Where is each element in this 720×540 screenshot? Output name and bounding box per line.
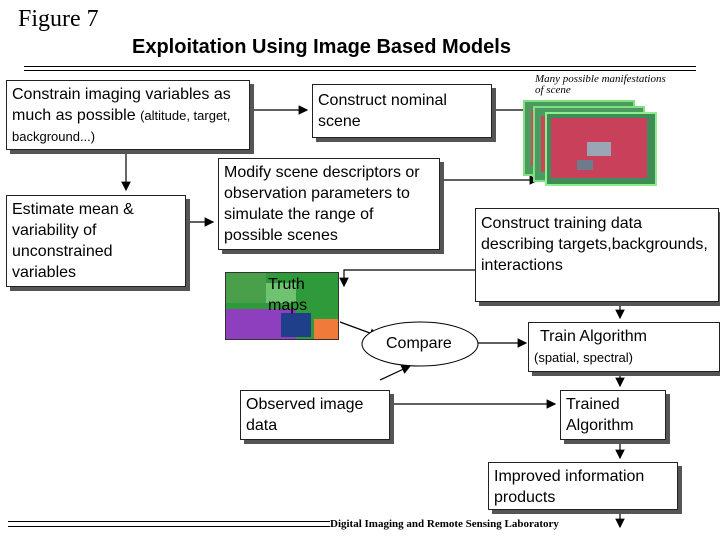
scene-image-front (545, 112, 657, 186)
arrow-training-truth (339, 269, 540, 288)
constrain-paren: (altitude, target, background...) (12, 108, 231, 144)
nominal-box: Construct nominal scene (312, 84, 492, 138)
train-algorithm-sub: (spatial, spectral) (534, 350, 633, 365)
scene-images-stack (523, 100, 663, 186)
diagram-title: Exploitation Using Image Based Models (132, 36, 511, 58)
truth-maps-label: Truth maps (268, 276, 308, 314)
training-text: Construct training data describing targe… (481, 215, 708, 274)
estimate-box: Estimate mean & variability of unconstra… (6, 195, 186, 287)
train-algorithm-text: Train Algorithm (540, 328, 647, 345)
estimate-text: Estimate mean & variability of unconstra… (12, 201, 134, 281)
footer-text: Digital Imaging and Remote Sensing Labor… (330, 518, 559, 530)
nominal-text: Construct nominal scene (318, 92, 447, 130)
trained-text: Trained Algorithm (566, 396, 634, 434)
manifestations-note: Many possible manifestations of scene (535, 73, 666, 96)
compare-ellipse (361, 321, 479, 367)
compare-text: Compare (386, 335, 452, 352)
observed-box: Observed image data (240, 390, 390, 440)
modify-text: Modify scene descriptors or observation … (224, 164, 420, 244)
training-box: Construct training data describing targe… (475, 208, 719, 302)
constrain-box: Constrain imaging variables as much as p… (6, 80, 250, 150)
constrain-text: Constrain imaging variables as much as p… (12, 86, 231, 124)
truth-map-image (225, 272, 339, 340)
improved-text: Improved information products (494, 468, 645, 506)
modify-box: Modify scene descriptors or observation … (218, 158, 440, 250)
observed-text: Observed image data (246, 396, 364, 434)
title-rule-2 (24, 70, 696, 71)
arrow-observed-compare (379, 365, 412, 381)
footer-rule (8, 521, 330, 527)
figure-label: Figure 7 (18, 6, 99, 32)
train-algorithm-box: Train Algorithm (spatial, spectral) (528, 322, 720, 372)
improved-box: Improved information products (488, 462, 678, 510)
title-rule-1 (24, 66, 696, 67)
trained-box: Trained Algorithm (560, 390, 666, 440)
